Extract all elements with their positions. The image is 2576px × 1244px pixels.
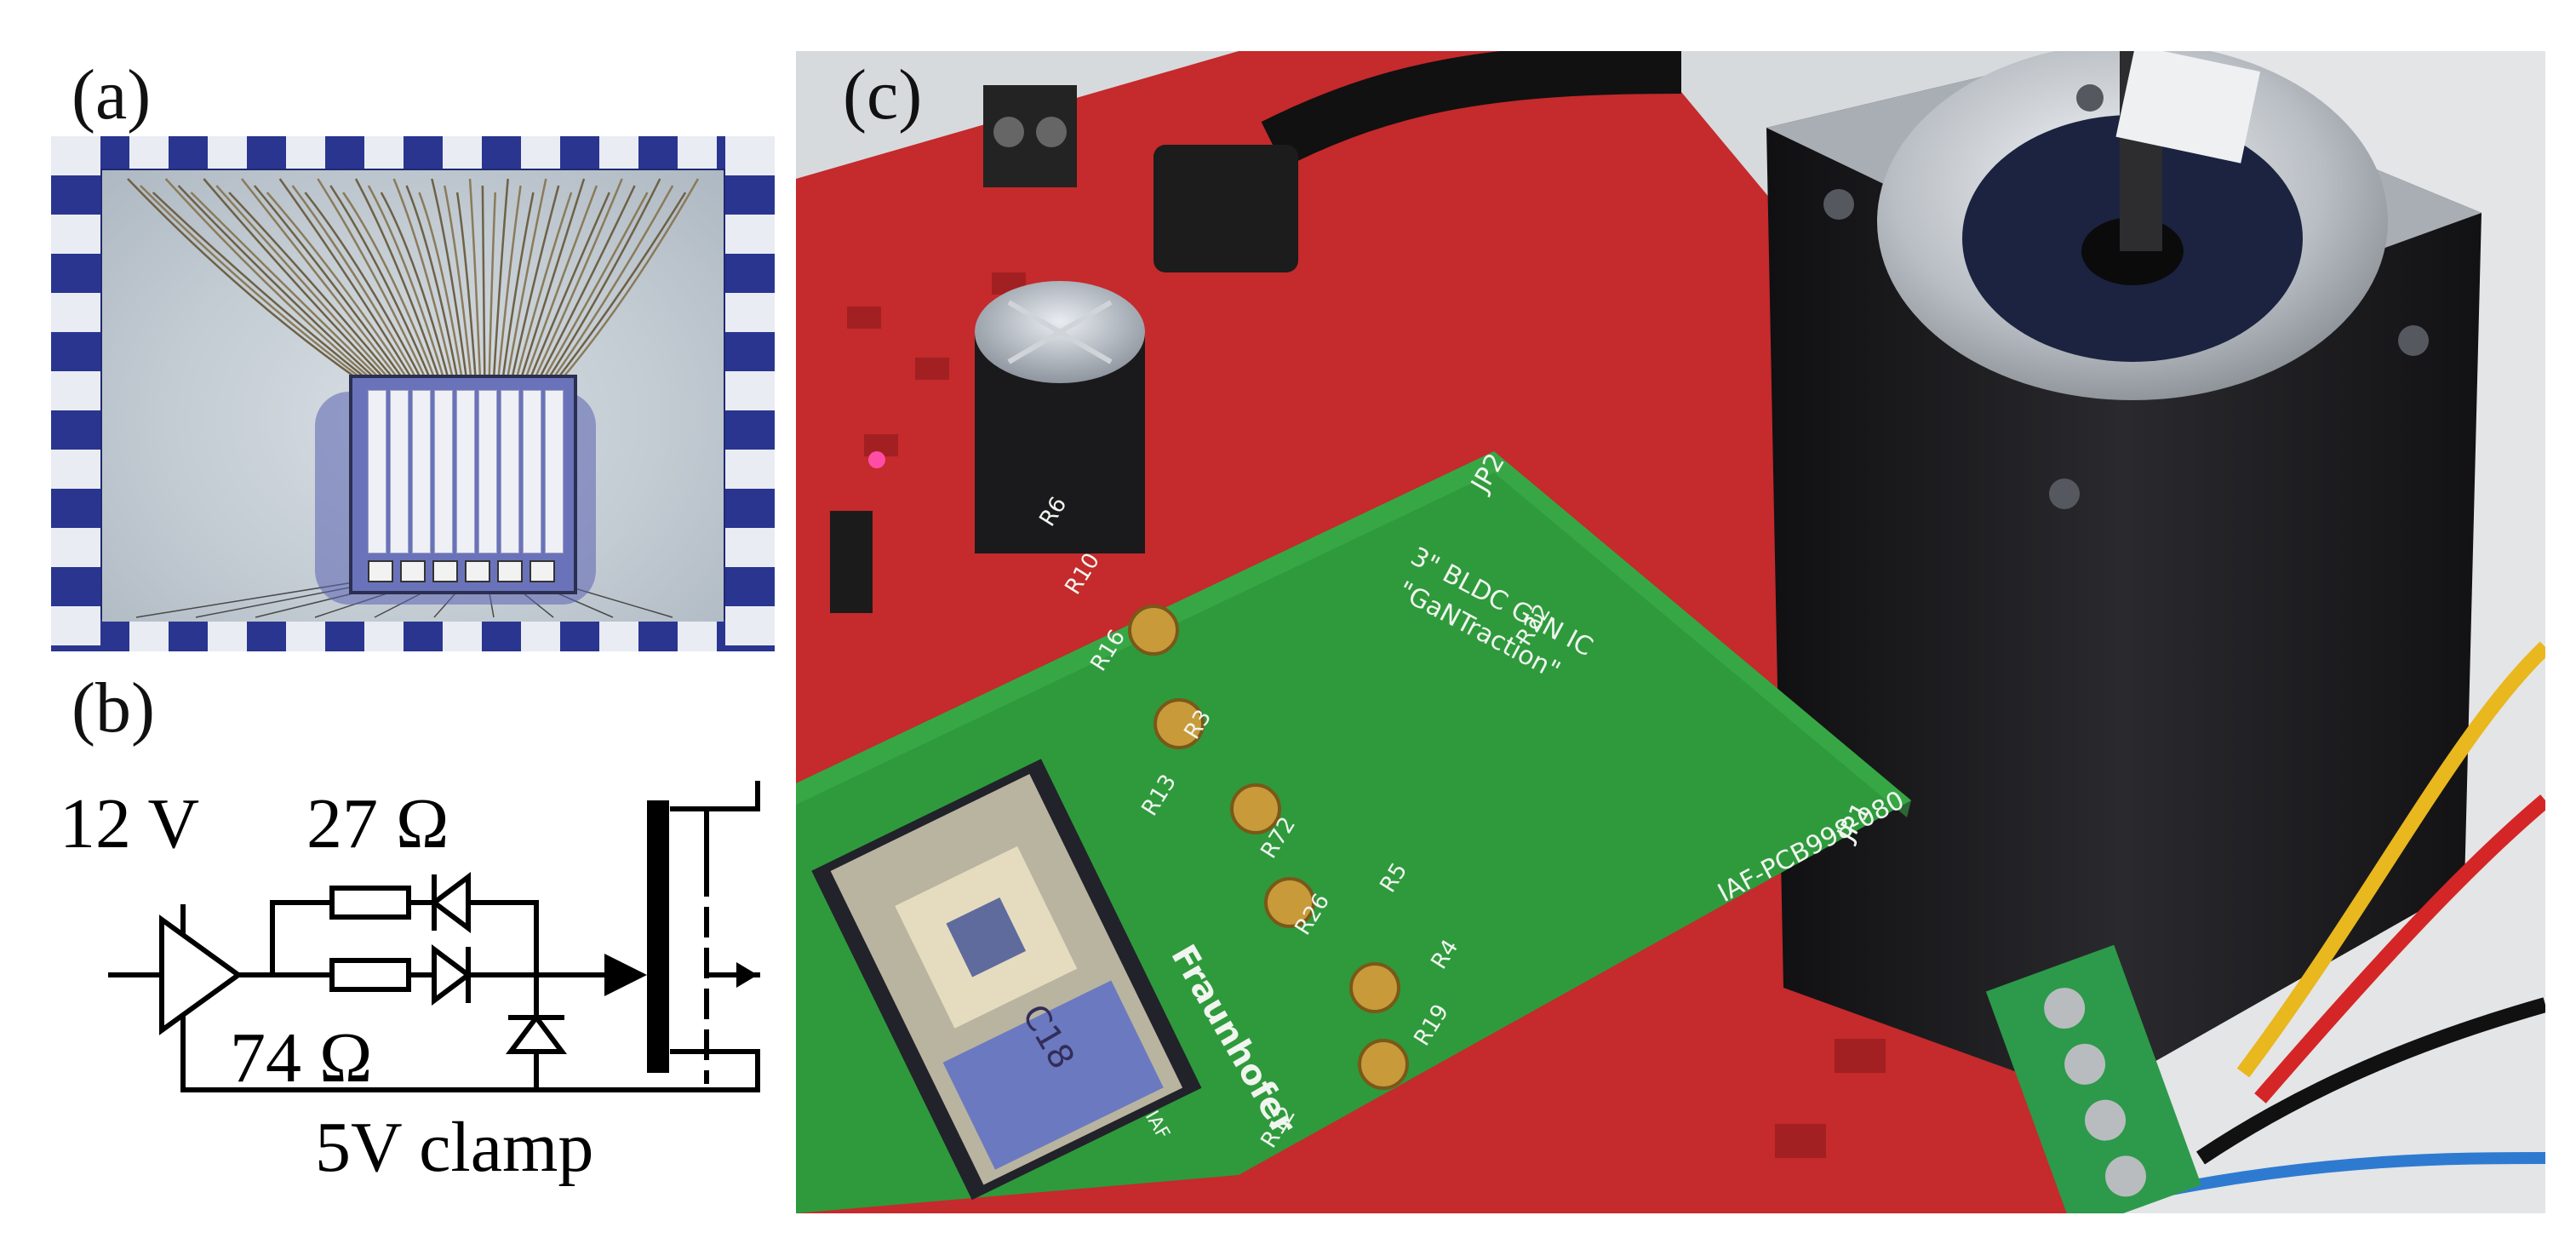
pin-header (830, 511, 873, 613)
gan-die (349, 375, 577, 594)
sma-connector (1264, 877, 1315, 928)
panel-label-b: (b) (72, 668, 155, 748)
sma-connector (1349, 962, 1400, 1013)
left-pad-ring (51, 136, 100, 651)
resistor-74-ohm (329, 958, 411, 992)
sma-connector (1358, 1039, 1409, 1090)
die-micrograph (51, 136, 775, 651)
hardware-photo: 3" BLDC GaN IC "GaNTraction" IAF-PCB998-… (796, 51, 2545, 1213)
resistor-27-ohm (329, 886, 411, 920)
wire-red (2254, 794, 2545, 1104)
gate-driver-schematic: 12 V 27 Ω 74 Ω 5V clamp (60, 749, 809, 1209)
resistor-74-label: 74 Ω (230, 1018, 372, 1098)
green-terminal-block (1985, 944, 2201, 1213)
wire-blue (2156, 1152, 2545, 1198)
sma-connector (1230, 783, 1281, 834)
right-pad-ring (725, 136, 775, 651)
panel-label-c: (c) (843, 55, 923, 135)
clamp-label: 5V clamp (315, 1108, 593, 1187)
dc-jack (1153, 145, 1298, 272)
sma-connector (1153, 698, 1205, 749)
top-pad-ring (51, 136, 775, 169)
diode-bottom (432, 944, 472, 1006)
bottom-pad-ring (51, 619, 775, 651)
clamp-diode (506, 1013, 567, 1054)
dip-package (811, 759, 1202, 1201)
panel-label-a: (a) (72, 55, 152, 135)
supply-label: 12 V (60, 784, 199, 863)
shaft-tag (2115, 51, 2261, 163)
wire-black (2196, 997, 2545, 1165)
status-led (868, 451, 885, 468)
gate-arrow (604, 954, 647, 996)
body-arrow (736, 962, 758, 988)
diode-top (430, 872, 471, 933)
driver-buffer (159, 914, 243, 1035)
sma-connector (1128, 605, 1179, 656)
power-cable (1261, 51, 1682, 168)
wire-yellow (2236, 641, 2545, 1078)
package-cavity (102, 170, 724, 622)
resistor-27-label: 27 Ω (306, 784, 449, 863)
transistor-gate (647, 800, 669, 1073)
bond-wires (127, 178, 700, 618)
